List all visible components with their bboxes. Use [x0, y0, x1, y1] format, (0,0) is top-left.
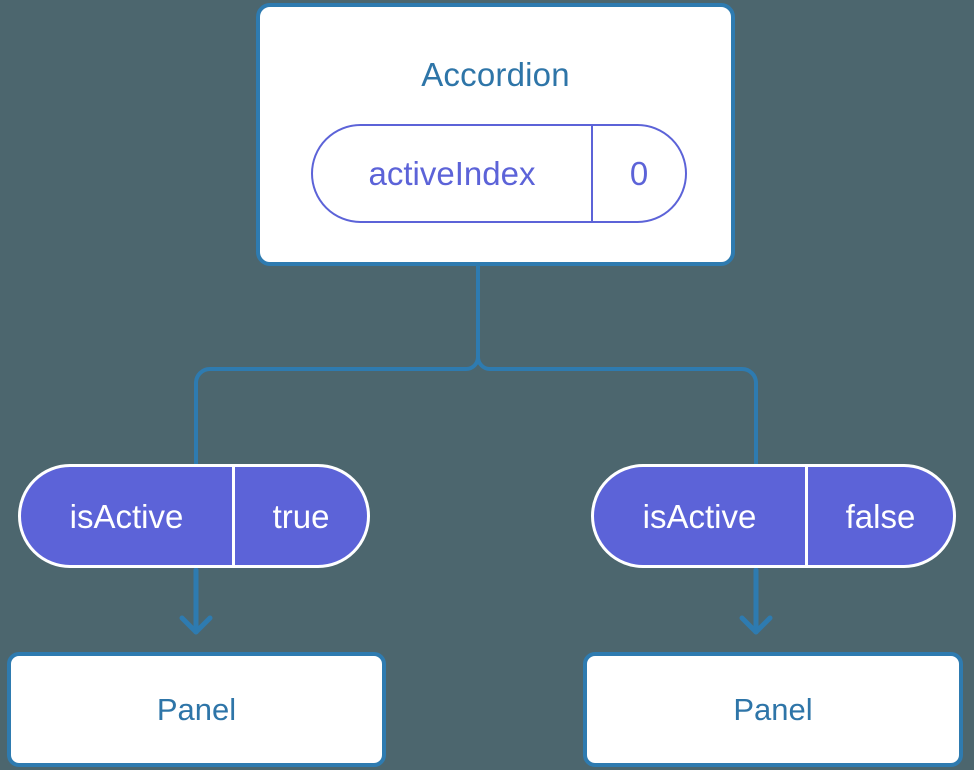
accordion-component-card[interactable]: Accordion activeIndex 0	[256, 3, 735, 266]
prop-pill-value: true	[272, 497, 330, 535]
prop-pill-key: isActive	[594, 467, 808, 565]
state-pill-key: activeIndex	[313, 126, 593, 221]
panel-component-card-right[interactable]: Panel	[583, 652, 963, 767]
state-pill-value: 0	[629, 155, 649, 192]
panel-title: Panel	[733, 692, 813, 727]
panel-title: Panel	[156, 692, 237, 727]
prop-pill-is-active-true[interactable]: isActive true	[18, 464, 370, 568]
prop-pill-value: false	[845, 497, 916, 535]
prop-pill-is-active-false[interactable]: isActive false	[591, 464, 956, 568]
accordion-title: Accordion	[421, 56, 570, 93]
state-pill-active-index[interactable]: activeIndex 0	[311, 124, 687, 223]
prop-pill-key: isActive	[21, 467, 235, 565]
panel-component-card-left[interactable]: Panel	[7, 652, 386, 767]
